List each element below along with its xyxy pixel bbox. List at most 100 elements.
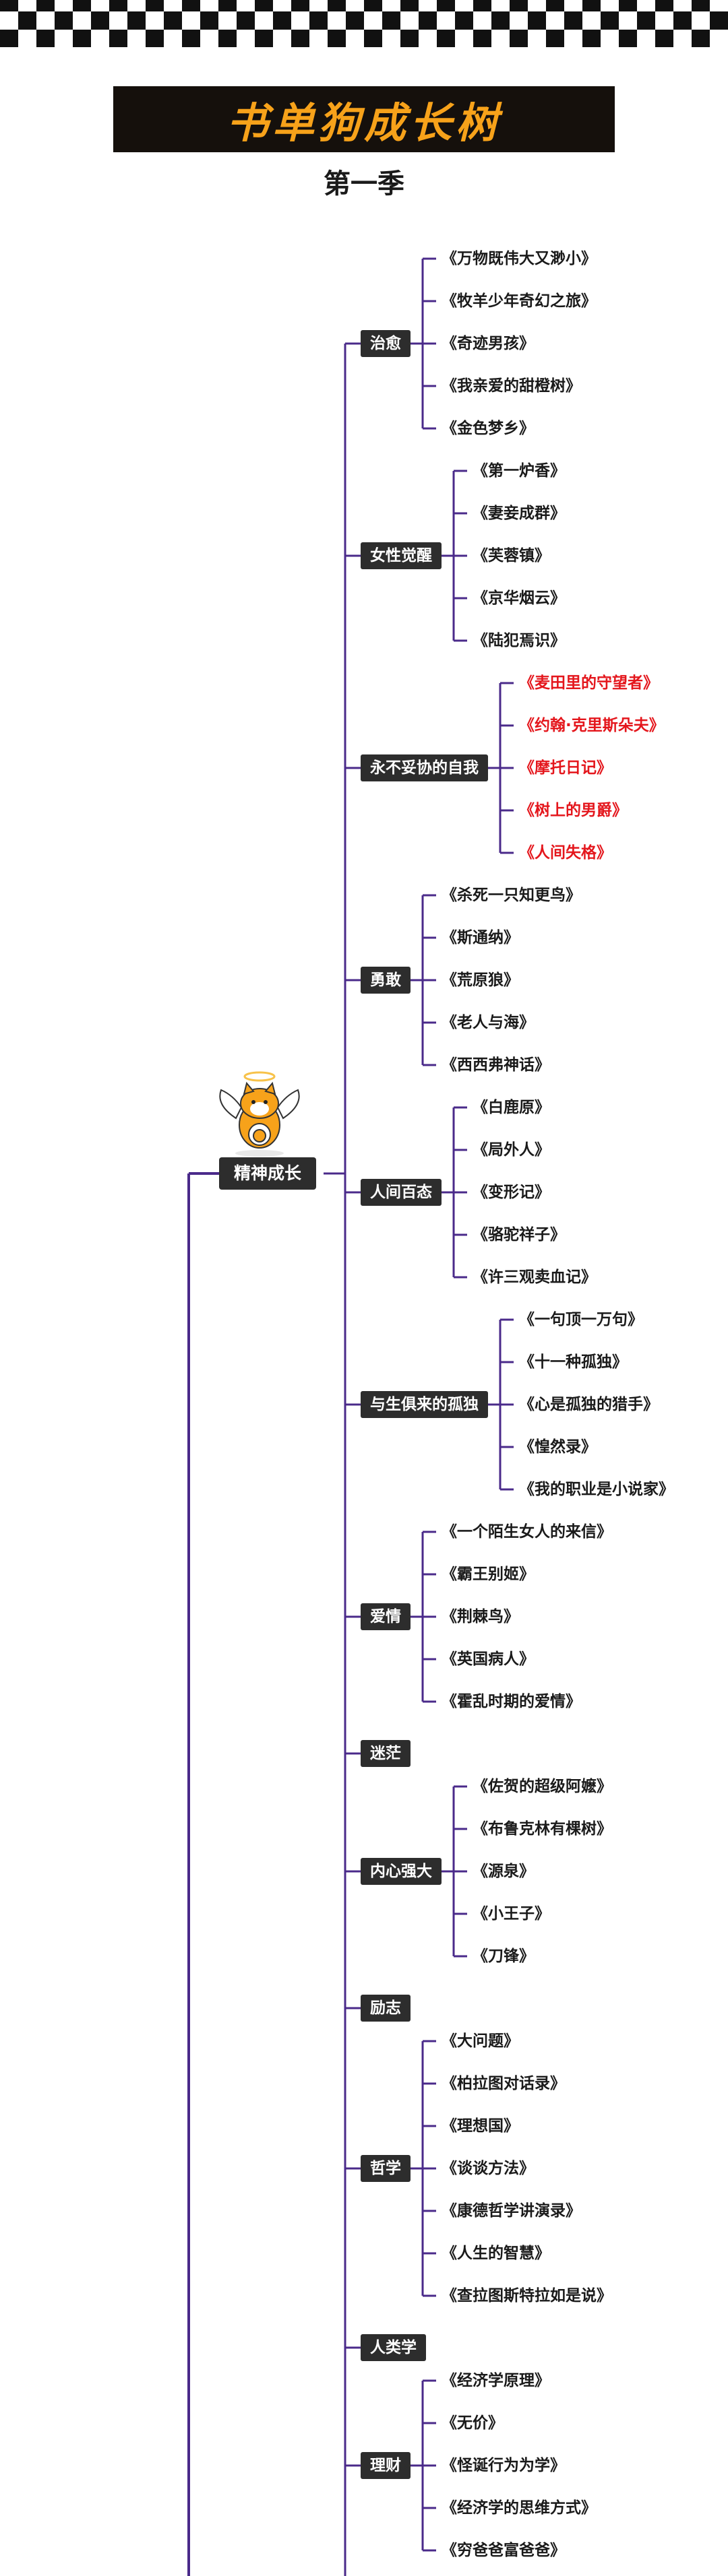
checker-square [346,11,364,30]
checker-square [546,0,564,11]
book-item: 《霸王别姬》 [442,1566,535,1583]
checker-square [364,30,382,47]
checker-square [255,30,273,47]
book-item: 《西西弗神话》 [442,1056,550,1074]
checker-square [400,30,419,47]
book-item: 《约翰·克里斯朵夫》 [519,717,665,734]
checker-square [455,11,473,30]
book-item: 《斯通纳》 [442,929,519,946]
book-item: 《白鹿原》 [473,1099,550,1116]
checker-square [528,11,546,30]
checker-square [564,11,582,30]
checker-square [109,30,127,47]
checker-square [364,0,382,11]
checker-square [255,0,273,11]
book-item: 《查拉图斯特拉如是说》 [442,2287,612,2305]
checker-square [127,11,146,30]
checker-square [0,0,18,11]
checker-square [655,0,673,11]
category-node: 勇敢 [361,967,411,994]
category-node: 治愈 [361,330,411,357]
category-node: 爱情 [361,1603,411,1630]
book-item: 《麦田里的守望者》 [519,674,659,692]
checker-square [18,11,36,30]
category-node: 人间百态 [361,1179,442,1206]
book-item: 《穷爸爸富爸爸》 [442,2542,566,2559]
book-item: 《康德哲学讲演录》 [442,2202,581,2220]
checker-square [237,11,255,30]
category-node: 哲学 [361,2155,411,2182]
category-node: 内心强大 [361,1858,442,1885]
book-item: 《我的职业是小说家》 [519,1481,674,1498]
book-item: 《经济学原理》 [442,2372,550,2389]
book-item: 《一句顶一万句》 [519,1311,643,1328]
category-node: 永不妥协的自我 [361,754,488,781]
checker-square [619,0,637,11]
checker-square [473,0,491,11]
book-item: 《许三观卖血记》 [473,1268,597,1286]
book-item: 《京华烟云》 [473,589,566,607]
checker-square [582,0,601,11]
book-item: 《理想国》 [442,2117,519,2135]
book-item: 《刀锋》 [473,1947,535,1965]
book-item: 《柏拉图对话录》 [442,2075,566,2092]
checker-square [218,30,237,47]
checker-square [146,30,164,47]
checker-square [182,0,200,11]
checker-square [291,0,309,11]
category-node: 迷茫 [361,1740,411,1767]
checker-square [710,11,728,30]
book-item: 《牧羊少年奇幻之旅》 [442,292,597,310]
book-item: 《荆棘鸟》 [442,1608,519,1625]
book-item: 《第一炉香》 [473,462,566,480]
checker-square [673,11,692,30]
checker-square [328,30,346,47]
checker-square [582,30,601,47]
book-item: 《摩托日记》 [519,759,612,777]
checker-square [619,30,637,47]
book-item: 《心是孤独的猎手》 [519,1396,659,1413]
page-subtitle: 第一季 [324,168,404,199]
checker-square [546,30,564,47]
checker-square [510,0,528,11]
book-item: 《布鲁克林有棵树》 [473,1820,612,1838]
book-item: 《无价》 [442,2414,504,2432]
book-item: 《局外人》 [473,1141,550,1159]
book-item: 《小王子》 [473,1905,550,1923]
checker-square [328,0,346,11]
checker-square [200,11,218,30]
page-title: 书单狗成长树 [226,98,502,148]
checker-square [36,0,55,11]
checker-square [510,30,528,47]
checker-square [73,30,91,47]
category-node: 人类学 [361,2334,426,2361]
book-item: 《英国病人》 [442,1650,535,1668]
book-item: 《佐贺的超级阿嬷》 [473,1778,612,1795]
category-node: 与生俱来的孤独 [361,1391,488,1418]
book-item: 《老人与海》 [442,1014,535,1031]
checker-square [473,30,491,47]
checker-square [73,0,91,11]
book-item: 《树上的男爵》 [519,802,628,819]
book-item: 《奇迹男孩》 [442,335,535,352]
book-item: 《一个陌生女人的来信》 [442,1523,612,1541]
checker-square [655,30,673,47]
checker-square [109,0,127,11]
book-item: 《妻妾成群》 [473,505,566,522]
checkered-border [0,0,728,47]
book-item: 《怪诞行为为学》 [442,2457,566,2474]
book-item: 《大问题》 [442,2032,519,2050]
book-item: 《经济学的思维方式》 [442,2499,597,2517]
checker-square [437,0,455,11]
checker-square [637,11,655,30]
checker-square [419,11,437,30]
checker-square [164,11,182,30]
book-item: 《陆犯焉识》 [473,632,566,649]
checker-square [91,11,109,30]
checker-square [182,30,200,47]
category-node: 励志 [361,1995,411,2022]
checker-square [0,30,18,47]
checker-square [692,0,710,11]
winged-cat-angel-mascot-icon [219,1071,300,1157]
